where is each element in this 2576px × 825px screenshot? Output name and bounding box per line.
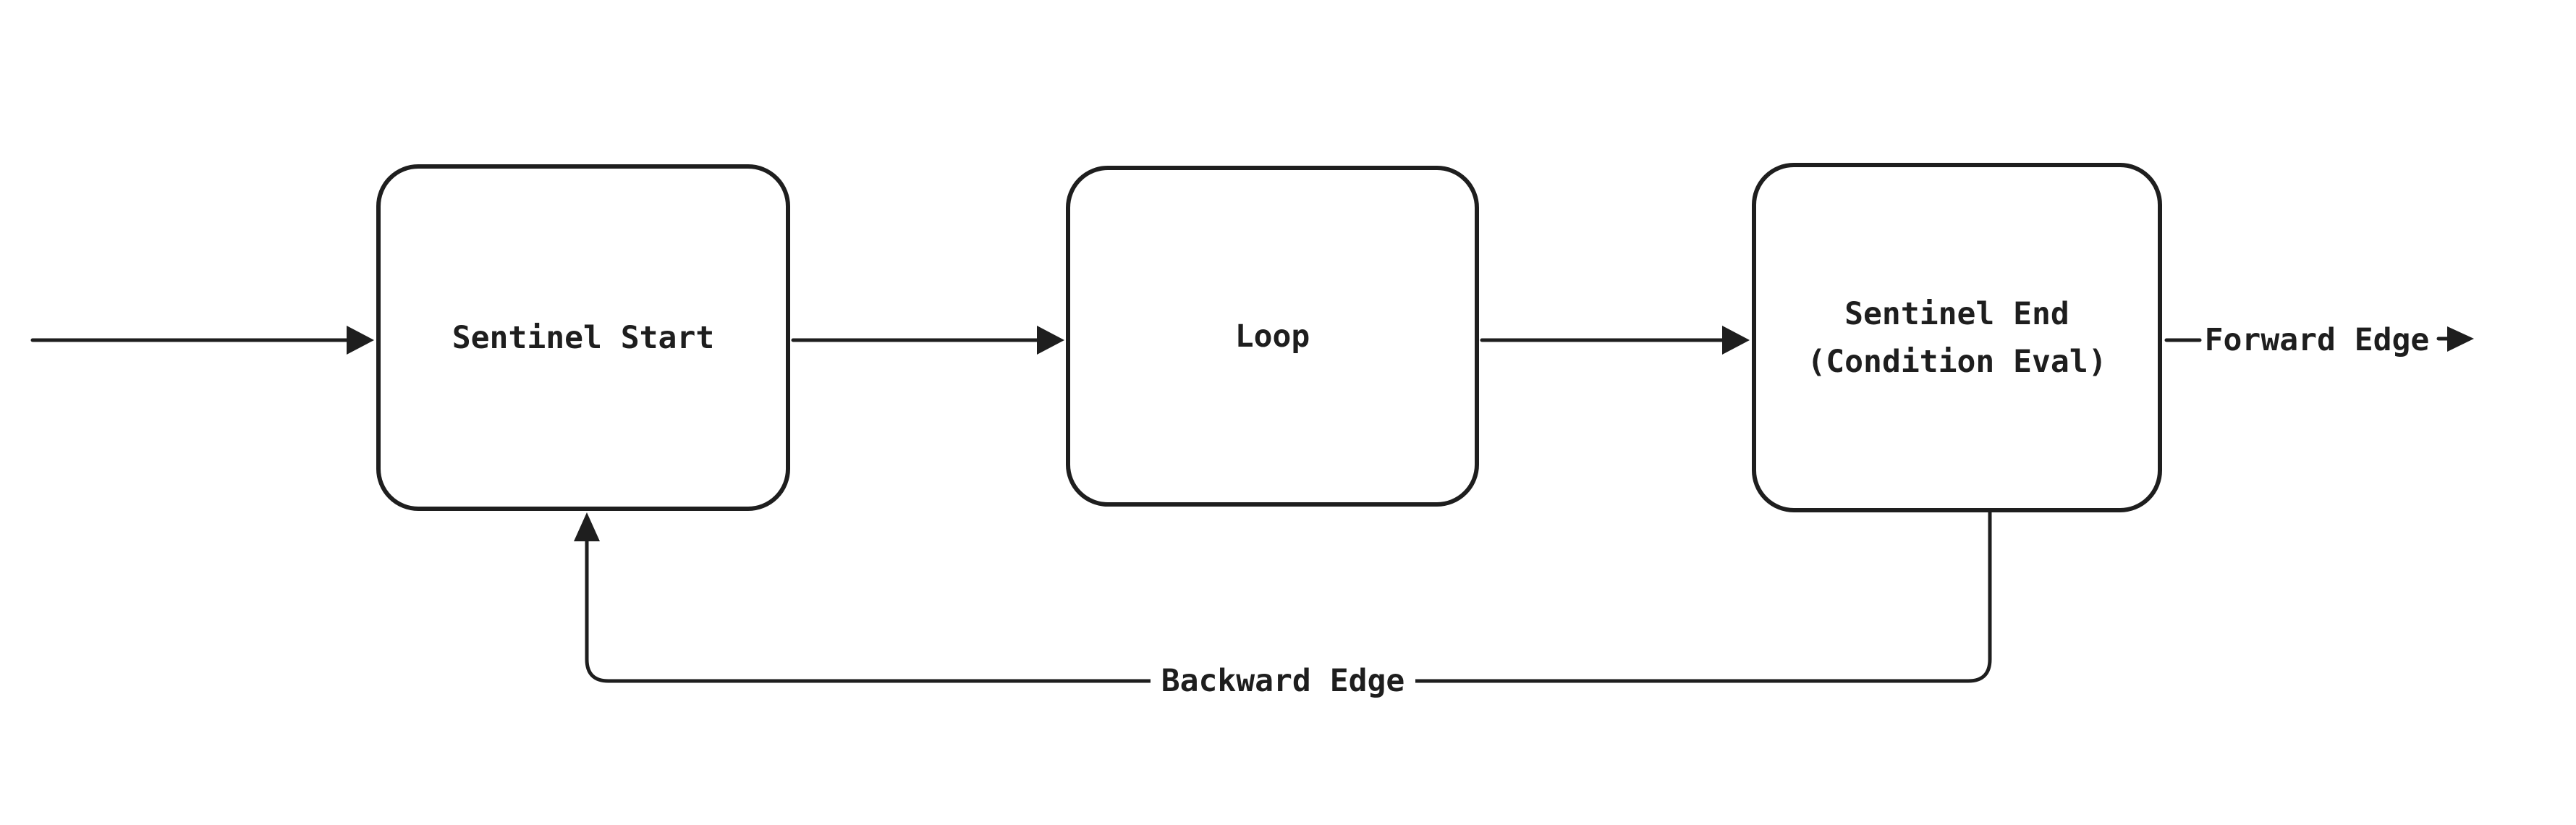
node-sentinel-end: Sentinel End (Condition Eval) [1752,163,2162,512]
node-sentinel-start: Sentinel Start [376,164,790,511]
node-label: Loop [1234,318,1310,355]
arrowhead-right-icon [1037,326,1064,355]
backward-edge-label: Backward Edge [1151,657,1415,705]
arrowhead-right-icon [1722,326,1750,355]
arrowhead-right-icon [2447,326,2474,352]
arrowhead-up-icon [574,512,600,541]
node-label-line1: Sentinel End [1844,295,2069,332]
node-loop: Loop [1066,166,1479,507]
backward-edge-path [585,510,1992,683]
arrowhead-right-icon [347,326,374,355]
node-label: Sentinel End (Condition Eval) [1807,290,2106,386]
node-label-line2: (Condition Eval) [1807,343,2107,380]
forward-edge-label: Forward Edge [2204,322,2430,358]
node-label: Sentinel Start [452,319,715,356]
